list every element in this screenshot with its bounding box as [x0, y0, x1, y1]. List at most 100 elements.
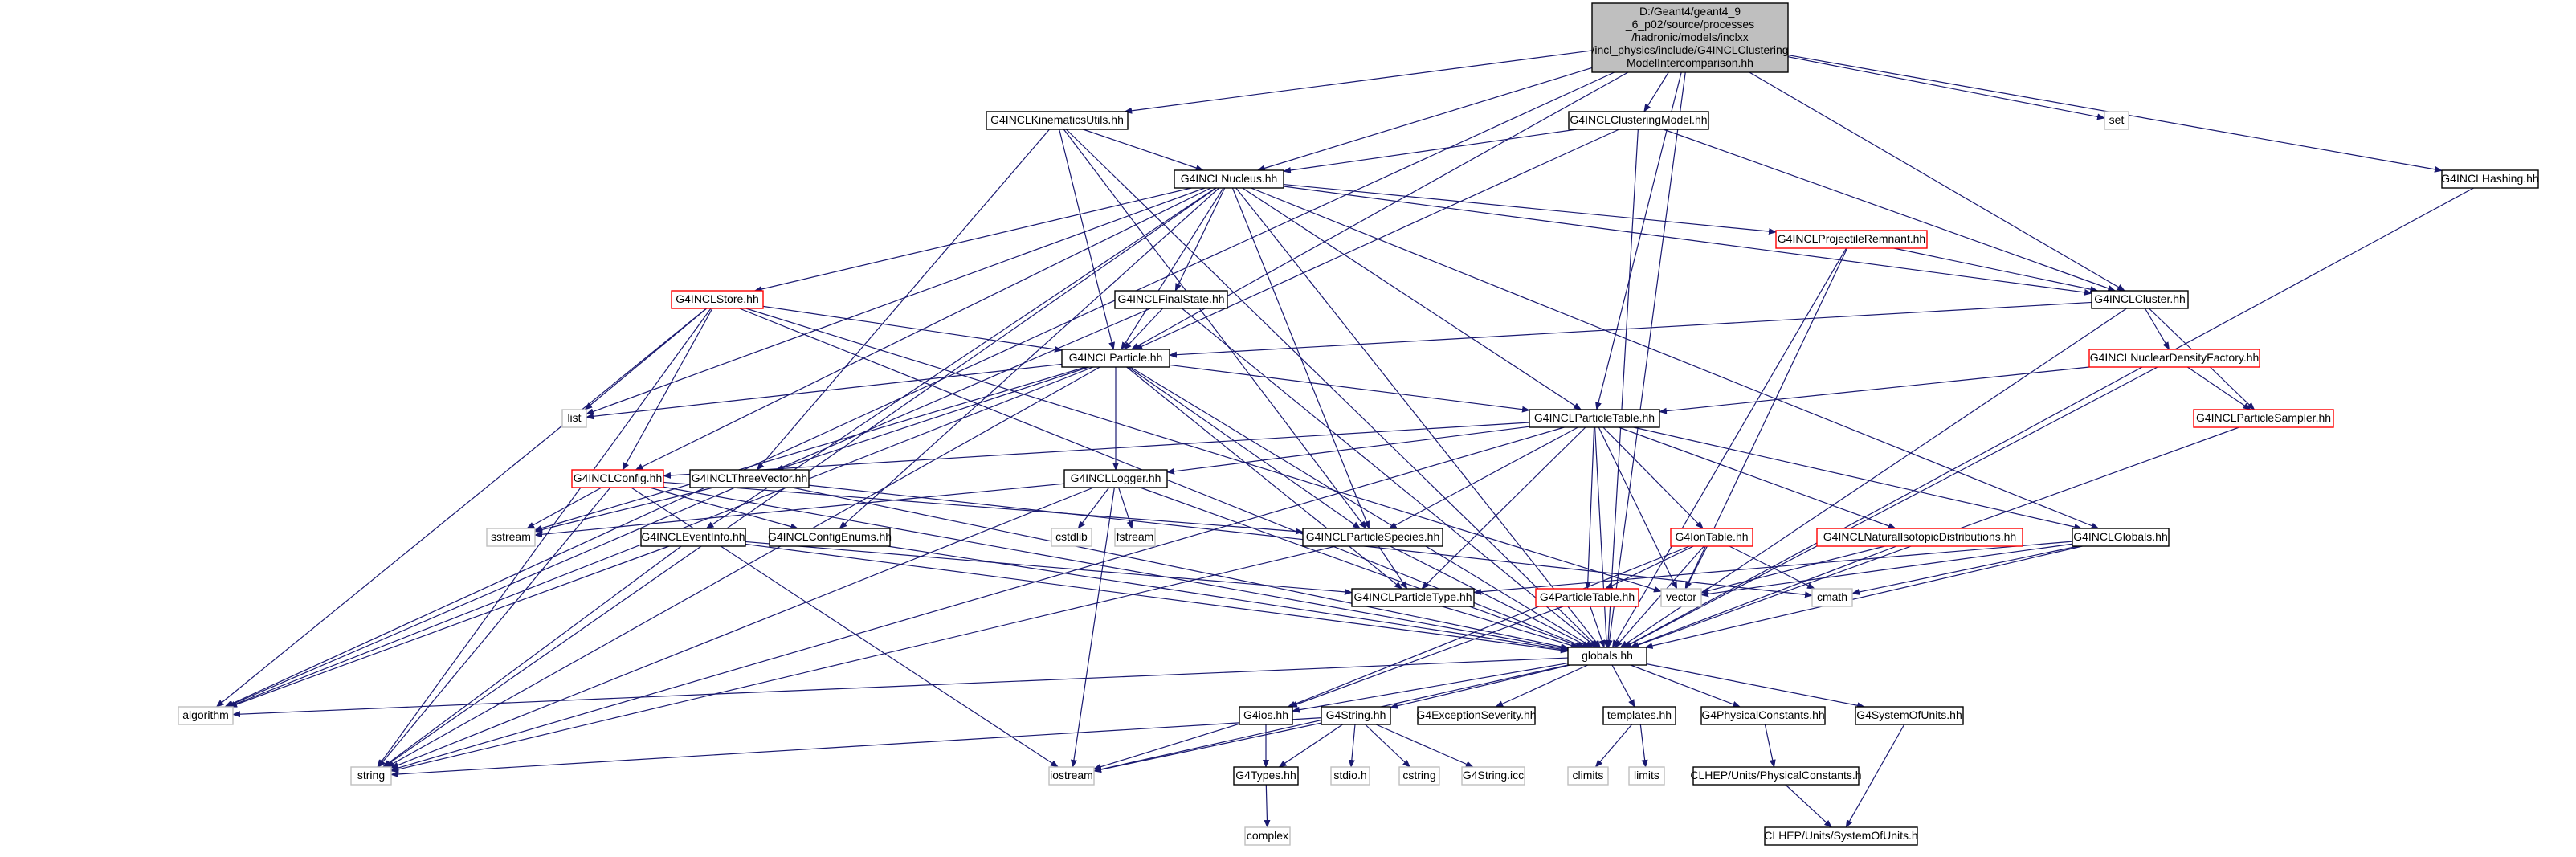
node-eventinfo[interactable]: G4INCLEventInfo.hh: [640, 528, 746, 547]
node-label-natisotopic: G4INCLNaturalIsotopicDistributions.hh: [1823, 530, 2016, 543]
node-nucdensity[interactable]: G4INCLNuclearDensityFactory.hh: [2088, 349, 2260, 368]
edge-cluster-to-nucdensity: [2144, 308, 2170, 350]
node-label-sstream: sstream: [491, 530, 531, 543]
node-nucleus[interactable]: G4INCLNucleus.hh: [1174, 169, 1284, 189]
edge-particletable-to-particletype: [1421, 426, 1586, 590]
edge-globals-to-algorithm: [232, 657, 1569, 718]
node-box-clhepunits: [1764, 826, 1918, 846]
edge-particletable-to-particlespecies: [1388, 426, 1578, 529]
node-finalstate[interactable]: G4INCLFinalState.hh: [1114, 290, 1228, 309]
edge-globals-to-g4string: [1390, 664, 1570, 709]
node-box-exception: [1417, 706, 1536, 725]
node-box-templates: [1602, 706, 1676, 725]
node-label-g4types: G4Types.hh: [1235, 769, 1296, 782]
edge-root-to-nucleus: [1256, 67, 1593, 172]
node-box-configenums: [769, 528, 891, 547]
edge-g4string-to-g4stringicc: [1375, 724, 1474, 768]
nodes-layer: D:/Geant4/geant4_9_6_p02/source/processe…: [178, 2, 2539, 846]
node-clustering[interactable]: G4INCLClusteringModel.hh: [1568, 111, 1709, 130]
node-logger[interactable]: G4INCLLogger.hh: [1063, 469, 1168, 488]
node-box-limits: [1628, 766, 1665, 786]
node-box-stdio: [1330, 766, 1370, 786]
node-label-clustering: G4INCLClusteringModel.hh: [1570, 113, 1707, 126]
node-store[interactable]: G4INCLStore.hh: [671, 290, 764, 309]
node-box-hashing: [2441, 169, 2539, 189]
node-g4ios[interactable]: G4ios.hh: [1239, 706, 1293, 725]
edge-globals-to-exception: [1495, 664, 1589, 708]
node-inclglobals[interactable]: G4INCLGlobals.hh: [2072, 528, 2170, 547]
node-label-projremnant: G4INCLProjectileRemnant.hh: [1778, 232, 1925, 245]
node-label-sysunits: G4SystemOfUnits.hh: [1856, 708, 1962, 721]
node-sysunits[interactable]: G4SystemOfUnits.hh: [1855, 706, 1964, 725]
node-particle[interactable]: G4INCLParticle.hh: [1061, 349, 1170, 368]
node-cstdlib: cstdlib: [1051, 528, 1092, 547]
edge-kinematics-to-particlespecies: [1063, 129, 1367, 529]
node-hashing[interactable]: G4INCLHashing.hh: [2441, 169, 2539, 189]
node-kinematics[interactable]: G4INCLKinematicsUtils.hh: [986, 111, 1129, 130]
node-box-fstream: [1114, 528, 1156, 547]
node-threevector[interactable]: G4INCLThreeVector.hh: [689, 469, 810, 488]
edge-particletable-to-g4particletable: [1584, 426, 1595, 590]
edge-nucdensity-to-globals: [1623, 366, 2158, 648]
edge-nucleus-to-globals: [1235, 187, 1601, 648]
node-label-cstdlib: cstdlib: [1055, 530, 1088, 543]
edge-particletable-to-vector: [1598, 426, 1678, 590]
edge-nucleus-to-cluster: [1283, 186, 2092, 296]
node-label-string: string: [357, 769, 385, 782]
node-physconst[interactable]: G4PhysicalConstants.hh: [1700, 706, 1826, 725]
edge-eventinfo-to-globals: [745, 543, 1569, 654]
node-exception[interactable]: G4ExceptionSeverity.hh: [1416, 706, 1537, 725]
edge-particle-to-particletable: [1169, 364, 1530, 413]
edge-globals-to-physconst: [1630, 664, 1741, 708]
node-root[interactable]: D:/Geant4/geant4_9_6_p02/source/processe…: [1591, 2, 1789, 73]
edge-particletable-to-logger: [1166, 426, 1530, 475]
node-box-climits: [1567, 766, 1609, 786]
node-clhepphys[interactable]: CLHEP/Units/PhysicalConstants.h: [1690, 766, 1862, 786]
node-label-physconst: G4PhysicalConstants.hh: [1701, 708, 1824, 721]
edge-nucdensity-to-particlesampler: [2186, 366, 2251, 410]
node-configenums[interactable]: G4INCLConfigEnums.hh: [768, 528, 892, 547]
node-g4stringicc: G4String.icc: [1461, 766, 1525, 786]
node-g4string[interactable]: G4String.hh: [1321, 706, 1391, 725]
node-label-logger: G4INCLLogger.hh: [1071, 471, 1161, 484]
edge-particletable-to-globals: [1594, 426, 1610, 648]
node-clhepunits[interactable]: CLHEP/Units/SystemOfUnits.h: [1764, 826, 1918, 846]
edge-physconst-to-clhepphys: [1764, 724, 1776, 768]
node-particlesampler[interactable]: G4INCLParticleSampler.hh: [2193, 409, 2334, 428]
node-templates[interactable]: templates.hh: [1602, 706, 1676, 725]
node-iontable[interactable]: G4IonTable.hh: [1670, 528, 1753, 547]
node-box-particletype: [1351, 588, 1475, 607]
node-box-set: [2104, 111, 2129, 130]
edge-particlespecies-to-particletype: [1378, 545, 1408, 590]
node-config[interactable]: G4INCLConfig.hh: [571, 469, 664, 488]
edge-nucleus-to-store: [753, 187, 1192, 292]
node-particlespecies[interactable]: G4INCLParticleSpecies.hh: [1302, 528, 1443, 547]
node-particletable[interactable]: G4INCLParticleTable.hh: [1529, 409, 1660, 428]
node-g4types[interactable]: G4Types.hh: [1233, 766, 1299, 786]
node-label-globals: globals.hh: [1582, 649, 1633, 662]
edge-root-to-clustering: [1643, 71, 1669, 112]
edge-hashing-to-globals: [1623, 187, 2474, 648]
node-globals[interactable]: globals.hh: [1567, 647, 1647, 666]
node-cmath: cmath: [1811, 588, 1853, 607]
node-natisotopic[interactable]: G4INCLNaturalIsotopicDistributions.hh: [1816, 528, 2023, 547]
node-label-particletable: G4INCLParticleTable.hh: [1534, 411, 1655, 424]
edge-nucdensity-to-particletable: [1659, 366, 2090, 414]
node-box-g4stringicc: [1461, 766, 1525, 786]
node-box-particlespecies: [1302, 528, 1443, 547]
node-label-clhepunits: CLHEP/Units/SystemOfUnits.h: [1764, 829, 1917, 842]
edge-config-to-string: [378, 487, 611, 768]
edge-nucleus-to-inclglobals: [1251, 187, 2100, 529]
node-particletype[interactable]: G4INCLParticleType.hh: [1351, 588, 1475, 607]
node-box-clustering: [1568, 111, 1709, 130]
node-cluster[interactable]: G4INCLCluster.hh: [2091, 290, 2189, 309]
node-g4particletable[interactable]: G4ParticleTable.hh: [1535, 588, 1639, 607]
node-projremnant[interactable]: G4INCLProjectileRemnant.hh: [1775, 230, 1928, 249]
node-label-iostream: iostream: [1050, 769, 1093, 782]
edge-g4particletable-to-g4ios: [1288, 606, 1564, 708]
node-box-inclglobals: [2072, 528, 2170, 547]
edge-sysunits-to-clhepunits: [1845, 724, 1905, 828]
edge-particletable-to-string: [390, 426, 1565, 772]
node-box-g4types: [1233, 766, 1299, 786]
edge-eventinfo-to-particletype: [745, 541, 1353, 595]
